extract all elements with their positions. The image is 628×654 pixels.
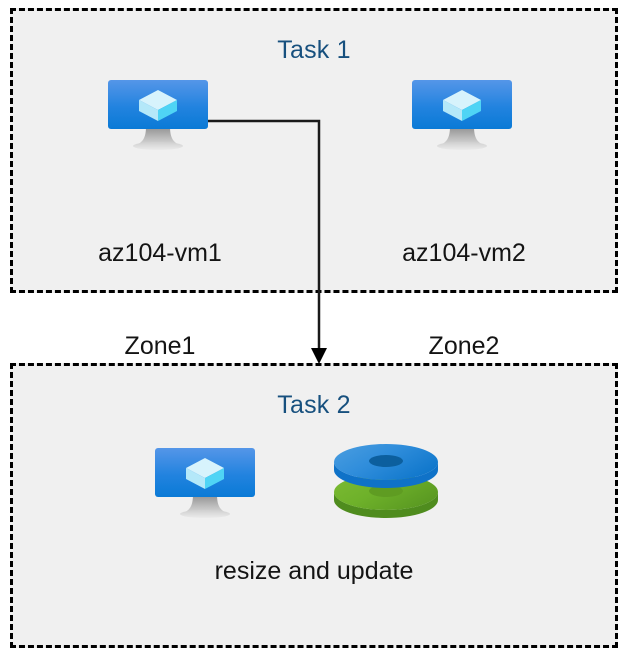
virtual-machine-icon-vm2: [412, 80, 516, 155]
task2-title: Task 2: [277, 391, 351, 419]
task2-group-box: Task 2: [10, 363, 618, 648]
vm1-label: az104-vm1 Zone1: [58, 176, 262, 424]
vm2-label: az104-vm2 Zone2: [362, 176, 566, 424]
task1-title: Task 1: [277, 36, 351, 64]
task2-caption: resize and update: [214, 557, 414, 585]
vm2-label-line1: az104-vm2: [402, 239, 526, 267]
vm2-label-line2: Zone2: [428, 332, 500, 360]
vm1-label-line1: az104-vm1: [98, 239, 222, 267]
disks-icon: [332, 442, 440, 524]
vm1-label-line2: Zone1: [124, 332, 196, 360]
down-arrow-icon: [311, 348, 327, 364]
virtual-machine-icon-task2: [155, 448, 259, 523]
blue-disk: [334, 444, 438, 488]
virtual-machine-icon-vm1: [108, 80, 212, 155]
